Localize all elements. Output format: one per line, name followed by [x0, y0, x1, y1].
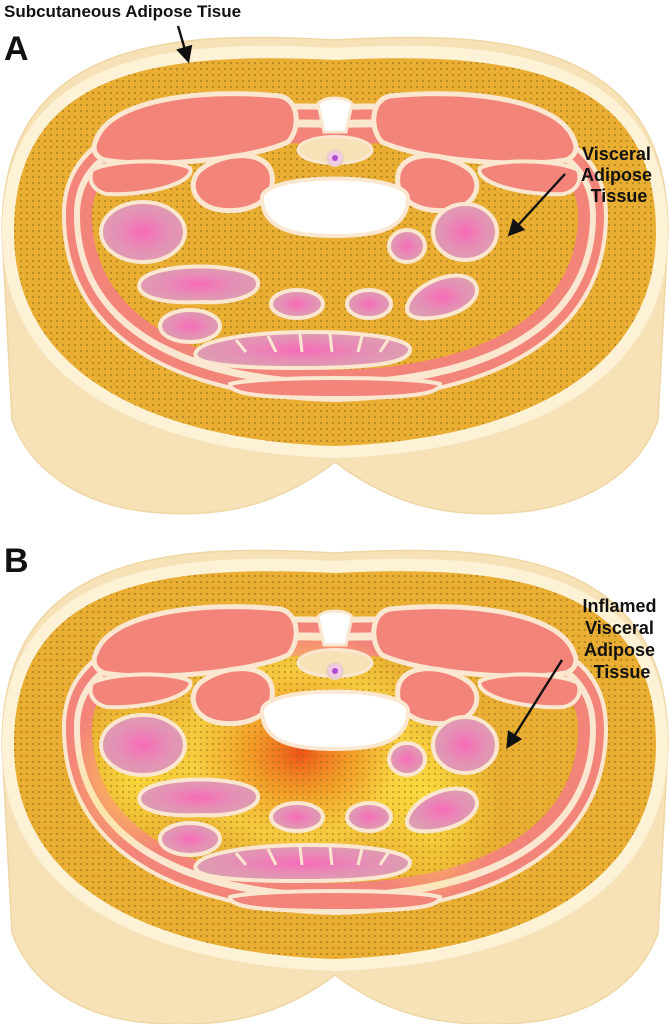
intestine-small-3 — [158, 821, 222, 857]
subcutaneous-arrow — [176, 25, 193, 64]
intestine-small-2 — [345, 801, 393, 833]
back-muscle-left — [91, 604, 299, 679]
inflamed-label-line: Inflamed — [582, 596, 656, 616]
panel-a — [1, 36, 669, 515]
subcutaneous-label: Subcutaneous Adipose Tisue — [4, 2, 241, 21]
rectus-muscle — [227, 889, 443, 914]
panel-b-letter: B — [4, 542, 29, 580]
back-muscle-left — [91, 91, 299, 166]
kidney-right — [431, 202, 499, 262]
kidney-left — [99, 200, 187, 264]
visceral-label-line: Visceral — [582, 144, 651, 164]
kidney-right — [431, 715, 499, 775]
inflamed-label-line: Adipose — [584, 640, 655, 660]
vertebral-body — [259, 176, 411, 239]
intestine-loop — [387, 741, 427, 777]
vertebra-spinous — [316, 609, 354, 647]
back-muscle-right — [371, 604, 579, 679]
inflamed-visceral-label: Inflamed Visceral Adipose Tissue — [582, 596, 661, 682]
inflamed-label-line: Tissue — [594, 662, 651, 682]
visceral-label-line: Adipose — [581, 165, 652, 185]
colon-left — [137, 777, 260, 818]
intestine-small-3 — [158, 308, 222, 344]
intestine-small-2 — [345, 288, 393, 320]
rectus-muscle — [227, 376, 443, 401]
panel-b — [1, 549, 669, 1024]
back-muscle-right — [371, 91, 579, 166]
intestine-small-1 — [269, 801, 325, 833]
inflamed-arrow — [506, 659, 564, 749]
vertebral-body — [259, 689, 411, 752]
visceral-label-line: Tissue — [591, 186, 648, 206]
colon-left — [137, 264, 260, 305]
colon-right — [405, 786, 479, 834]
visceral-label: Visceral Adipose Tissue — [581, 144, 657, 206]
panel-a-letter: A — [4, 30, 29, 68]
visceral-arrow — [507, 173, 566, 237]
inflamed-label-line: Visceral — [585, 618, 654, 638]
colon-right — [405, 273, 479, 321]
vertebra-spinous — [316, 96, 354, 134]
kidney-left — [99, 713, 187, 777]
intestine-small-1 — [269, 288, 325, 320]
intestine-loop — [387, 228, 427, 264]
